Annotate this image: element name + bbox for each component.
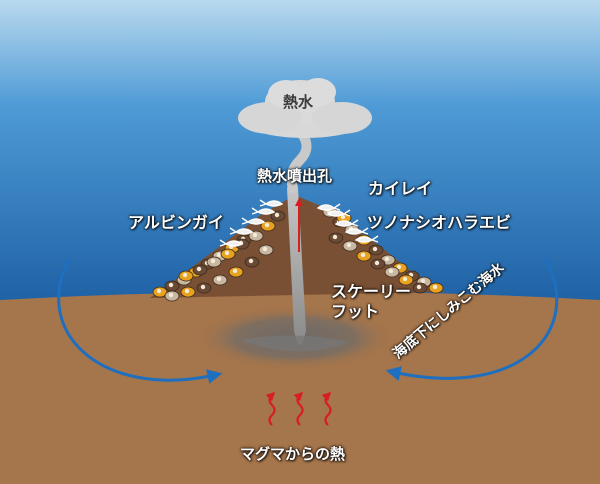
magma-heat-arrows: [265, 391, 332, 426]
label-scaly-foot-1: スケーリー: [331, 282, 412, 301]
snail-icon: [368, 244, 384, 256]
shrimp-icon: [344, 227, 369, 235]
shrimp-icon: [326, 209, 351, 217]
snail-colony-right: [322, 206, 444, 294]
shrimp-icon: [259, 199, 284, 207]
shrimp-icon: [334, 219, 359, 227]
chimney-base: [240, 335, 350, 352]
shrimp-icon: [316, 203, 341, 211]
shrimp-icon: [229, 227, 254, 235]
snail-icon: [180, 286, 196, 298]
circulation-arrow-left: [57, 257, 223, 384]
snail-icon: [192, 264, 208, 276]
snail-icon: [356, 250, 372, 262]
shrimp-icon: [241, 217, 266, 225]
label-albinogai: アルビンガイ: [128, 213, 224, 232]
label-vent: 熱水噴出孔: [257, 167, 333, 185]
snail-icon: [164, 290, 180, 302]
snail-icon: [342, 240, 358, 252]
circulation-arrow-right: [385, 257, 559, 381]
snail-icon: [212, 274, 228, 286]
shrimp-icon: [219, 239, 244, 247]
shrimp-icon: [251, 207, 276, 215]
snail-icon: [248, 230, 264, 242]
label-shrimp: ツノナシオハラエビ: [367, 213, 512, 232]
shrimp-colony: [219, 199, 379, 247]
label-magma-heat: マグマからの熱: [240, 445, 346, 463]
seabed: [0, 291, 600, 484]
snail-icon: [164, 280, 180, 292]
snail-icon: [370, 258, 386, 270]
snail-icon: [258, 244, 274, 256]
snail-icon: [228, 266, 244, 278]
snail-icon: [384, 266, 400, 278]
snail-icon: [328, 232, 344, 244]
snail-icon: [428, 282, 444, 294]
snail-icon: [152, 286, 168, 298]
snail-icon: [270, 210, 286, 222]
label-scaly-foot-2: フット: [331, 302, 380, 321]
snail-icon: [178, 270, 194, 282]
label-hot-water: 熱水: [283, 93, 314, 111]
vent-chimney: [287, 182, 306, 345]
snail-icon: [398, 274, 414, 286]
snail-icon: [244, 256, 260, 268]
snail-icon: [220, 248, 236, 260]
shrimp-icon: [354, 235, 379, 243]
hot-water-plume: [238, 78, 372, 193]
label-kaiirei: カイレイ: [368, 179, 433, 198]
snail-icon: [260, 220, 276, 232]
snail-icon: [196, 282, 212, 294]
snail-icon: [206, 256, 222, 268]
snail-icon: [412, 282, 428, 294]
